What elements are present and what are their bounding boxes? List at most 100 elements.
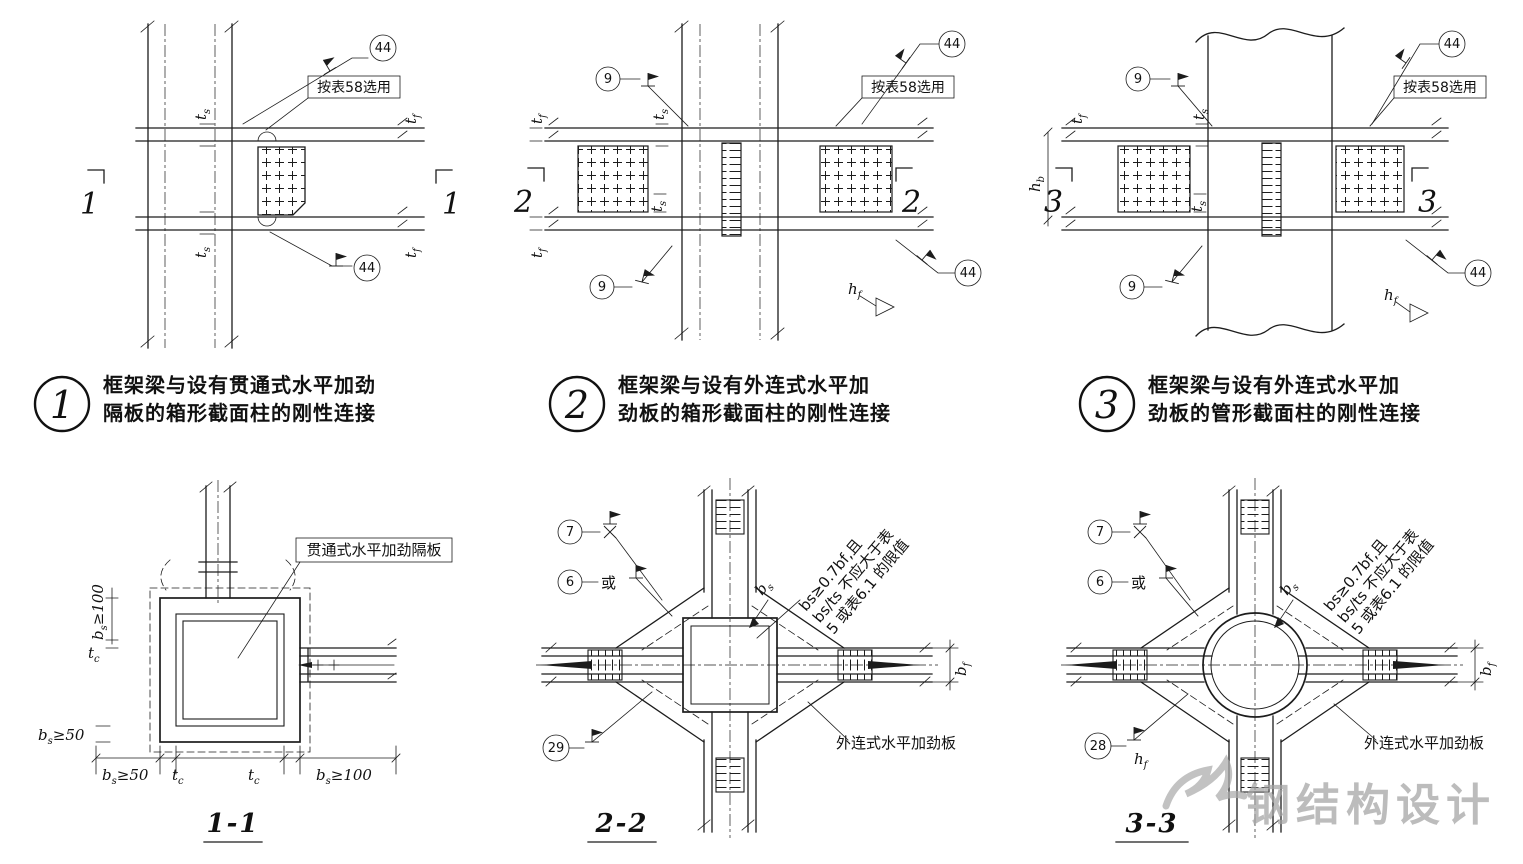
dim-tf-bottom: tf — [402, 216, 423, 258]
stiffener-plates-2 — [615, 587, 845, 743]
svg-text:2: 2 — [901, 185, 921, 220]
svg-text:外连式水平加劲板: 外连式水平加劲板 — [1364, 734, 1484, 752]
diaphragm-outer — [175, 613, 285, 727]
stiffener-plates-3 — [1140, 587, 1370, 743]
svg-text:3: 3 — [1044, 185, 1063, 220]
svg-text:9: 9 — [598, 280, 606, 295]
dim-ts-top-2: ts — [650, 109, 671, 147]
svg-text:bs: bs — [1276, 576, 1302, 601]
beam-left-plan2 — [541, 642, 684, 687]
svg-text:tc: tc — [172, 766, 184, 787]
svg-text:bf: bf — [952, 660, 973, 676]
beam-right-plan2 — [776, 642, 933, 687]
svg-text:bs≥100: bs≥100 — [89, 584, 110, 640]
callout-9-bottom: 9 — [589, 245, 673, 300]
dim-tf-left-bottom-2: tf — [528, 216, 549, 258]
svg-text:7: 7 — [566, 525, 574, 540]
svg-text:9: 9 — [1128, 280, 1136, 295]
beam-up-plan3 — [1222, 485, 1282, 615]
svg-text:按表58选用: 按表58选用 — [1403, 80, 1477, 96]
svg-text:6: 6 — [566, 575, 574, 590]
pipe-column-wall — [1202, 612, 1308, 718]
dim-bf-2: bf — [931, 639, 973, 691]
column-splice — [721, 142, 742, 237]
svg-text:1-1: 1-1 — [207, 809, 260, 839]
dim-ts-top-3: ts — [1190, 109, 1211, 147]
dim-hf-3: hf — [1384, 286, 1429, 323]
svg-text:2-2: 2-2 — [595, 809, 649, 839]
callout-44-top-2: 44 — [861, 30, 966, 125]
callout-9-top-3: 9 — [1125, 66, 1213, 127]
svg-text:hf: hf — [1384, 286, 1400, 307]
svg-text:按表58选用: 按表58选用 — [871, 80, 945, 96]
caption-3-number: 3 — [1095, 383, 1119, 427]
or-label: 或 — [1131, 574, 1146, 592]
beams-2 — [544, 117, 934, 231]
callout-6-3: 6 或 — [1087, 564, 1199, 617]
section-title-2: 2-2 — [587, 809, 657, 843]
svg-text:7: 7 — [1096, 525, 1104, 540]
beams-3 — [1061, 117, 1449, 231]
label-through-diaphragm: 贯通式水平加劲隔板 — [237, 537, 453, 659]
section-cut-2-right: 2 — [895, 167, 921, 220]
box-column-inner-2 — [690, 625, 770, 705]
note-table58-3: 按表58选用 — [1369, 75, 1487, 127]
caption-1: 1 框架梁与设有贯通式水平加劲 隔板的箱形截面柱的刚性连接 — [33, 373, 375, 433]
svg-text:9: 9 — [604, 72, 612, 87]
section-cut-3-right: 3 — [1411, 167, 1437, 220]
svg-text:ts: ts — [1188, 201, 1209, 212]
dim-tf-top: tf — [402, 112, 423, 142]
plan-2-2: 7 6 或 29 bs bs≥0.7bf,且 bs/ts 不应大于表 5 或表6… — [536, 478, 973, 843]
dim-bs-2: bs — [749, 580, 777, 628]
pipe-column — [1195, 27, 1345, 337]
watermark-logo — [1162, 754, 1248, 810]
dim-ts-bottom-2: ts — [648, 193, 669, 213]
note-bs-limit-2: bs≥0.7bf,且 bs/ts 不应大于表 5 或表6.1 的限值 — [795, 526, 912, 638]
box-column — [140, 20, 239, 349]
svg-text:tf: tf — [528, 112, 549, 124]
svg-text:ts: ts — [1190, 109, 1211, 120]
svg-text:hf: hf — [1134, 750, 1150, 771]
dim-ts-bottom-3: ts — [1188, 193, 1209, 213]
elevation-3: 9 9 44 按表58选用 44 hb tf ts — [1026, 27, 1492, 337]
weld-callout-top: 44 — [242, 34, 397, 125]
svg-text:tf: tf — [1068, 112, 1089, 124]
dim-ts-bottom: ts — [192, 211, 215, 258]
bolt-plate-right — [819, 145, 893, 213]
elevation-1: 44 按表58选用 44 ts ts tf tf 1 1 — [80, 20, 461, 349]
note-table58-2: 按表58选用 — [835, 75, 955, 127]
label-external-stiffener-3: 外连式水平加劲板 — [1333, 703, 1484, 752]
dim-ts-top: ts — [192, 109, 215, 147]
beam-up-plan2 — [697, 485, 757, 619]
svg-text:bs≥50: bs≥50 — [102, 766, 149, 787]
svg-text:44: 44 — [944, 37, 961, 52]
column-shaft-above — [198, 480, 238, 606]
watermark: 钢结构设计 — [1162, 754, 1490, 831]
elevation-2: 9 9 44 按表58选用 44 tf tf ts — [513, 20, 982, 341]
bolt-plate-left-3 — [1117, 145, 1191, 213]
svg-text:44: 44 — [960, 266, 977, 281]
dim-bf-3: bf — [1456, 639, 1498, 691]
svg-text:ts: ts — [648, 201, 669, 212]
svg-text:3: 3 — [1418, 185, 1437, 220]
dims-bottom-plan1: bs≥50 tc tc bs≥100 — [91, 745, 401, 787]
svg-text:bf: bf — [1477, 660, 1498, 676]
caption-2: 2 框架梁与设有外连式水平加 劲板的箱形截面柱的刚性连接 — [548, 373, 891, 433]
dims-left-plan1: bs≥100 tc bs≥50 — [38, 584, 119, 747]
callout-6: 6 或 — [557, 564, 673, 617]
svg-text:hb: hb — [1026, 176, 1047, 192]
plan-1-1: 贯通式水平加劲隔板 bs≥100 tc bs≥50 bs≥50 tc tc bs… — [38, 480, 453, 843]
svg-text:bs≥50: bs≥50 — [38, 726, 85, 747]
caption-2-line1: 框架梁与设有外连式水平加 — [618, 373, 870, 397]
section-cut-1-left: 1 — [80, 169, 105, 222]
callout-9-bottom-3: 9 — [1119, 245, 1203, 300]
svg-text:tf: tf — [402, 112, 423, 124]
note-bs-limit-3: bs≥0.7bf,且 bs/ts 不应大于表 5 或表6.1 的限值 — [1320, 526, 1437, 638]
svg-text:28: 28 — [1090, 739, 1107, 754]
svg-text:2: 2 — [513, 185, 533, 220]
svg-text:tc: tc — [248, 766, 260, 787]
callout-44-label: 44 — [375, 41, 392, 56]
dim-hf-2: hf — [848, 280, 895, 317]
caption-2-line2: 劲板的箱形截面柱的刚性连接 — [618, 401, 891, 425]
